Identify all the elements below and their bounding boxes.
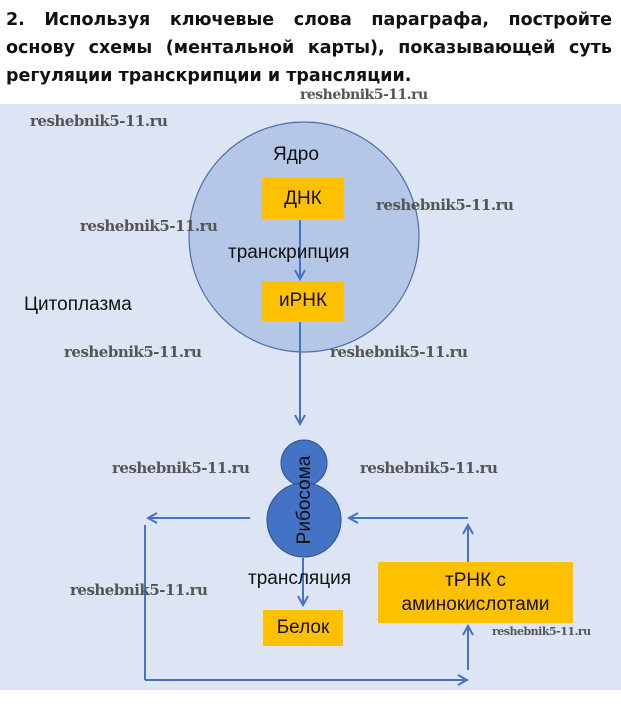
watermark: reshebnik5-11.ru [70, 581, 208, 599]
task-text: 2. Используя ключевые слова параграфа, п… [6, 10, 612, 86]
protein-box: Белок [263, 610, 343, 646]
watermark: reshebnik5-11.ru [64, 343, 202, 361]
watermark: reshebnik5-11.ru [112, 459, 250, 477]
translation-label: трансляция [248, 568, 351, 589]
mrna-box: иРНК [262, 281, 344, 321]
nucleus-label: Ядро [273, 144, 319, 165]
watermark: reshebnik5-11.ru [30, 112, 168, 130]
trna-box: тРНК с аминокислотами [378, 562, 573, 623]
watermark: reshebnik5-11.ru [360, 459, 498, 477]
watermark: reshebnik5-11.ru [492, 625, 591, 638]
transcription-label: транскрипция [228, 242, 350, 263]
ribosome-label: Рибосома [294, 455, 315, 545]
nucleus-circle [188, 121, 420, 353]
watermark: reshebnik5-11.ru [330, 343, 468, 361]
dna-box: ДНК [262, 178, 344, 219]
watermark: reshebnik5-11.ru [300, 87, 428, 103]
watermark: reshebnik5-11.ru [80, 217, 218, 235]
cytoplasm-label: Цитоплазма [24, 294, 132, 315]
ribosome-large-subunit [266, 482, 342, 558]
watermark: reshebnik5-11.ru [376, 196, 514, 214]
